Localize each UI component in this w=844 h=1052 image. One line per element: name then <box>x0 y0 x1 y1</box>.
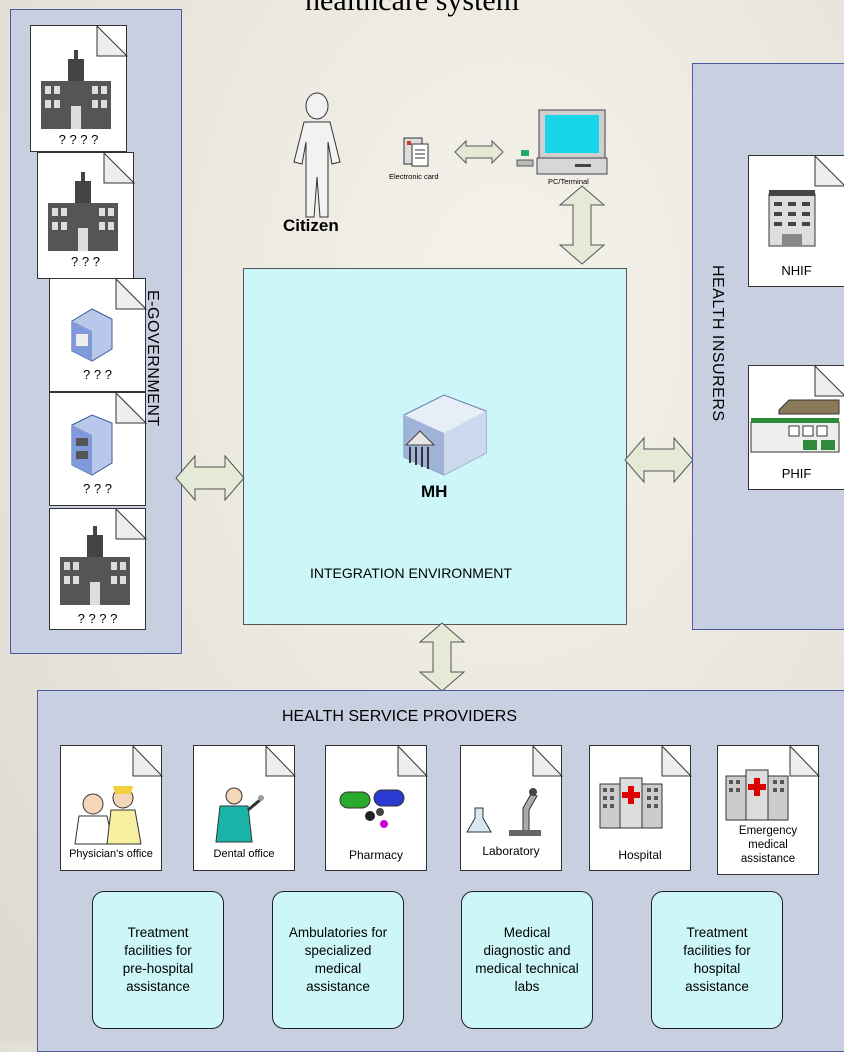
pills-icon <box>339 744 429 828</box>
egov-integration-arrow <box>175 454 245 502</box>
ministry-building-icon <box>403 394 487 476</box>
provider-hospital: Hospital <box>589 744 693 871</box>
egov-doc-3: ? ? ? <box>49 277 148 392</box>
emergency-hospital-icon <box>725 744 821 821</box>
physician-icon <box>74 744 164 845</box>
building-icon <box>48 151 136 251</box>
provider-hospital-label: Hospital <box>618 848 662 862</box>
office-icon <box>71 277 148 362</box>
provider-emergency: Emergency medical assistance <box>717 744 821 875</box>
provider-physicians-office-label: Physician's office <box>69 848 153 860</box>
laboratory-icon <box>466 744 564 836</box>
provider-pharmacy-label: Pharmacy <box>348 848 404 862</box>
electronic-card-label: Electronic card <box>389 172 439 181</box>
provider-dental-office-label: Dental office <box>213 848 275 860</box>
egov-doc-4: ? ? ? <box>49 391 148 506</box>
house-icon <box>750 364 844 453</box>
egov-doc-3-label: ? ? ? <box>83 367 112 382</box>
electronic-card-icon <box>403 137 429 167</box>
insurer-phif: PHIF <box>748 364 844 490</box>
provider-pharmacy: Pharmacy <box>325 744 429 871</box>
citizen-label: Citizen <box>283 216 339 235</box>
health-providers-title: HEALTH SERVICE PROVIDERS <box>282 708 518 725</box>
insurer-phif-label: PHIF <box>781 466 812 481</box>
integration-label: INTEGRATION ENVIRONMENT <box>310 565 512 581</box>
insurer-nhif: NHIF <box>748 154 844 287</box>
egov-doc-1-label: ? ? ? ? <box>58 132 99 147</box>
integration-providers-arrow <box>418 622 466 692</box>
egov-doc-1: ? ? ? ? <box>30 24 129 152</box>
hospital-icon <box>599 744 693 829</box>
provider-laboratory: Laboratory <box>460 744 564 871</box>
dentist-icon <box>215 744 297 843</box>
pc-terminal-icon <box>516 109 608 175</box>
office-icon <box>71 391 148 476</box>
integration-hub-label: MH <box>421 482 448 501</box>
provider-physicians-office: Physician's office <box>60 744 164 871</box>
pc-terminal-label: PC/Terminal <box>548 177 589 186</box>
egov-doc-2: ? ? ? <box>37 151 136 279</box>
citizen-figure-icon <box>293 92 341 218</box>
facility-pre-hospital: Treatment facilities for pre-hospital as… <box>92 891 224 1029</box>
insurer-nhif-label: NHIF <box>781 263 812 278</box>
terminal-integration-arrow <box>558 185 606 265</box>
building-icon <box>60 507 148 605</box>
integration-insurers-arrow <box>624 436 694 484</box>
health-insurers-label: HEALTH INSURERS <box>709 265 726 422</box>
office-building-icon <box>768 154 844 247</box>
egov-doc-4-label: ? ? ? <box>83 481 112 496</box>
facility-medical-labs: Medical diagnostic and medical technical… <box>461 891 593 1029</box>
egov-doc-2-label: ? ? ? <box>71 254 100 269</box>
egov-doc-5: ? ? ? ? <box>49 507 148 630</box>
building-icon <box>41 24 129 129</box>
egov-doc-5-label: ? ? ? ? <box>77 611 118 626</box>
provider-emergency-label: Emergency medical assistance <box>738 825 798 865</box>
facility-ambulatories: Ambulatories for specialized medical ass… <box>272 891 404 1029</box>
provider-dental-office: Dental office <box>193 744 297 871</box>
provider-laboratory-label: Laboratory <box>482 844 540 858</box>
facility-hospital-assistance: Treatment facilities for hospital assist… <box>651 891 783 1029</box>
egovernment-label: E-GOVERNMENT <box>144 290 161 427</box>
diagram-title: healthcare system <box>305 0 520 17</box>
card-terminal-arrow <box>454 139 504 165</box>
